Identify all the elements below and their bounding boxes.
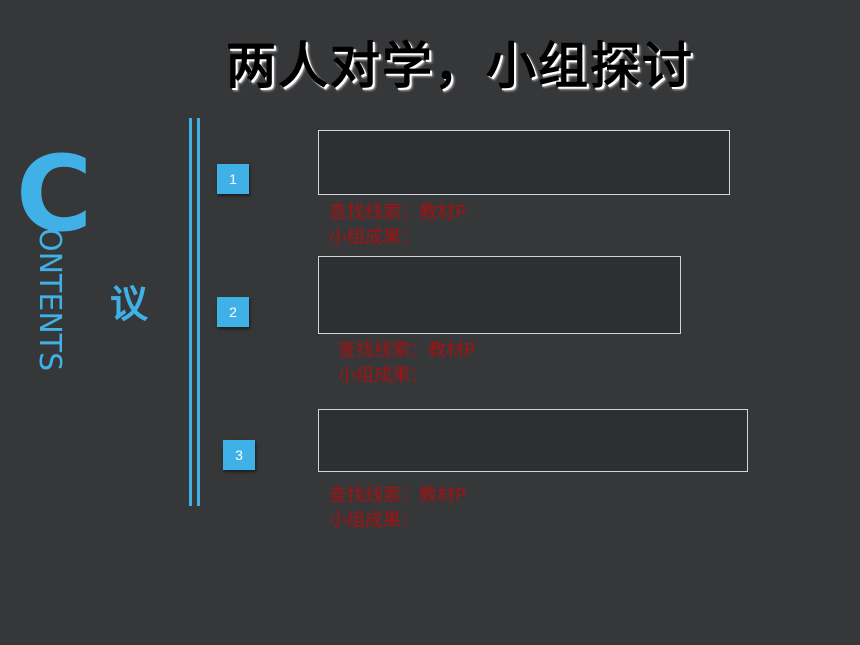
clue-text: 查找线索：教材P	[329, 485, 466, 506]
answer-box[interactable]	[318, 130, 730, 195]
answer-box[interactable]	[318, 256, 681, 334]
clue-text: 查找线索：教材P	[329, 202, 466, 223]
item-number-badge: 1	[217, 164, 249, 194]
slide-title: 两人对学，小组探讨	[226, 37, 694, 95]
result-text: 小组成果：	[329, 510, 419, 531]
divider-line-left	[189, 118, 192, 506]
contents-logo-letter: C	[16, 133, 93, 255]
item-number-badge: 2	[217, 297, 249, 327]
item-number-badge: 3	[223, 440, 255, 470]
contents-logo-word: ONTENTS	[32, 228, 67, 372]
divider-line-right	[197, 118, 200, 506]
answer-box[interactable]	[318, 409, 748, 472]
clue-text: 查找线索：教材P	[338, 340, 475, 361]
result-text: 小组成果：	[329, 227, 419, 248]
result-text: 小组成果：	[338, 365, 428, 386]
side-label: 议	[110, 282, 149, 326]
